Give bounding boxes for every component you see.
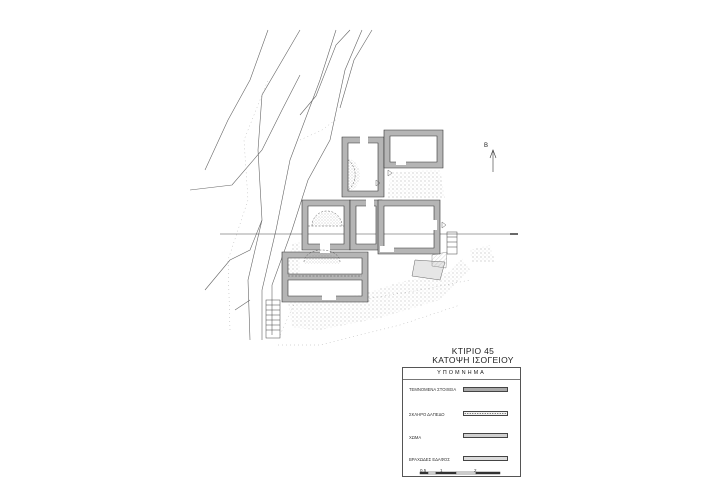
drawing-subtitle: ΚΑΤΟΨΗ ΙΣΟΓΕΙΟΥ [432,355,514,365]
contour-lines [189,29,373,341]
legend: ΥΠΟΜΝΗΜΑ ΤΕΜΝΟΜΕΝΑ ΣΤΟΙΧΕΙΑ ΣΚΛΗΡΟ ΔΑΠΕΔ… [402,367,521,477]
scale-bar [419,471,501,475]
level-markers [375,169,447,229]
scale-tick-label: 1 [440,468,443,473]
drawing-title: ΚΤΙΡΙΟ 45 [451,346,495,356]
north-label: Β [484,143,489,149]
doorways [320,136,437,300]
stairs-left [265,299,281,339]
legend-label-cut-elements: ΤΕΜΝΟΜΕΝΑ ΣΤΟΙΧΕΙΑ [409,387,457,392]
legend-swatch-hard-floor [463,411,508,416]
legend-label-hard-floor: ΣΚΛΗΡΟ ΔΑΠΕΔΟ [409,412,445,417]
legend-label-rocky-ground: ΒΡΑΧΩΔΕΣ ΕΔΑΦΟΣ [409,457,450,462]
legend-swatch-cut-elements [463,387,508,392]
stairs-right [446,231,458,255]
legend-swatch-rocky-ground [463,456,508,461]
north-arrow-icon [489,149,497,172]
arch-fills [304,158,361,264]
ground-texture [285,170,495,330]
legend-swatch-soil [463,433,508,438]
scale-tick-label: 0.5 [420,468,427,473]
legend-heading: ΥΠΟΜΝΗΜΑ [403,368,520,380]
legend-label-soil: ΧΩΜΑ [409,435,422,440]
building-walls [281,129,444,303]
scale-tick-label: 2 [474,468,477,473]
